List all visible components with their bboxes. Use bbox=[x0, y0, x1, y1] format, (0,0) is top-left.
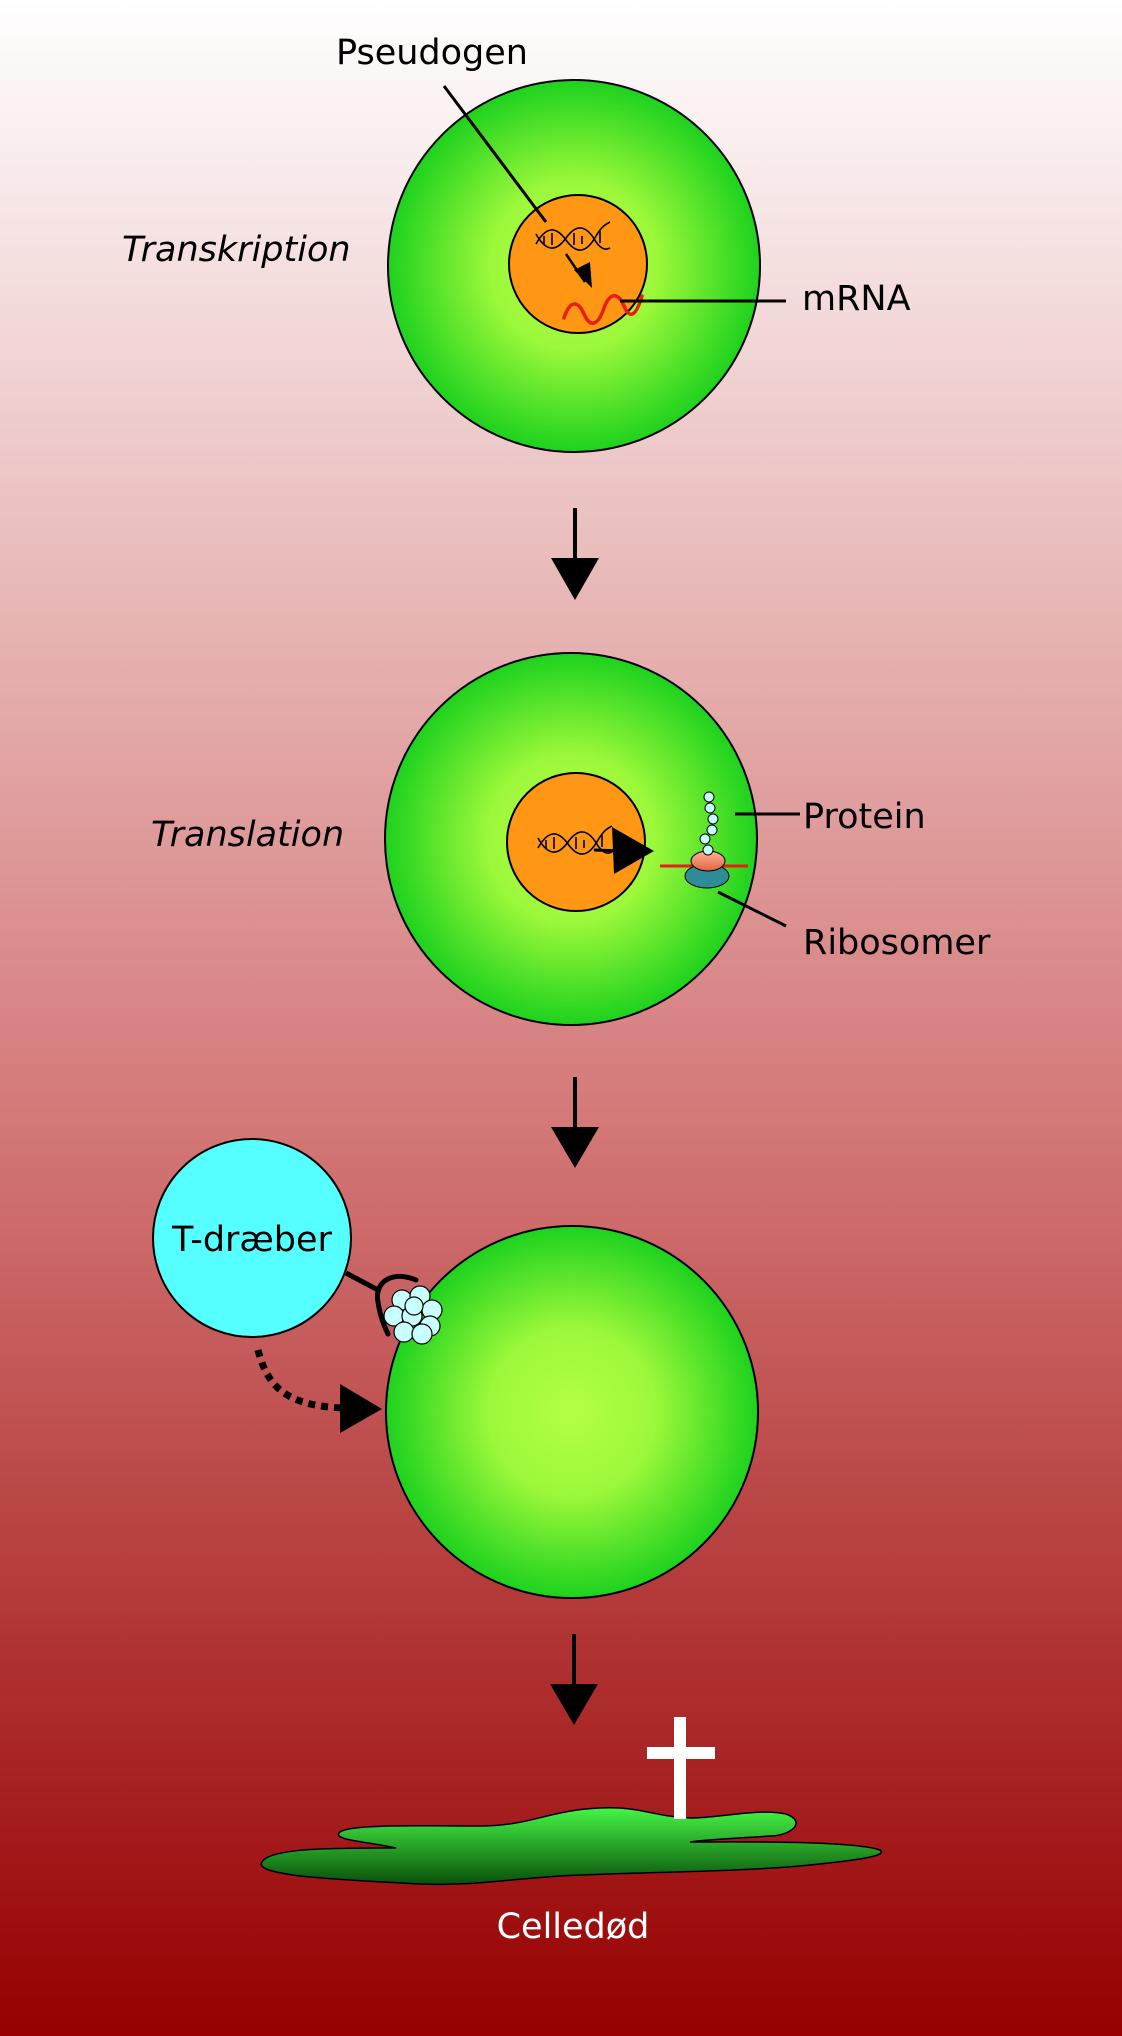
stage-transcription: Pseudogen mRNA Transkription bbox=[122, 33, 911, 453]
t-cell-receptor-stalk bbox=[344, 1270, 382, 1294]
cross-icon bbox=[647, 1717, 715, 1819]
attack-arrowhead bbox=[340, 1384, 382, 1433]
label-mrna: mRNA bbox=[802, 279, 911, 319]
label-ribosomer: Ribosomer bbox=[803, 923, 991, 963]
protein-chain bbox=[699, 791, 719, 856]
antigen-cluster-icon bbox=[383, 1285, 443, 1345]
stage-translation: Protein Ribosomer Translation bbox=[151, 652, 991, 1026]
t-cell-receptor-icon bbox=[374, 1273, 419, 1337]
attack-arrow-dotted bbox=[254, 1349, 345, 1412]
label-protein: Protein bbox=[803, 797, 926, 837]
label-pseudogen: Pseudogen bbox=[336, 33, 528, 73]
label-t-draeber: T-dræber bbox=[171, 1220, 333, 1260]
cell-3 bbox=[385, 1225, 759, 1599]
stage-cell-death: Celledød bbox=[260, 1717, 883, 1947]
translation-arrowhead bbox=[612, 827, 654, 874]
dead-cell-puddle bbox=[260, 1806, 883, 1886]
label-transkription: Transkription bbox=[122, 230, 351, 270]
pseudogen-leader bbox=[442, 85, 548, 223]
dna-helix-icon bbox=[535, 221, 611, 251]
stage-t-cell-attack: T-dræber bbox=[152, 1138, 759, 1599]
label-celledod: Celledød bbox=[497, 1907, 650, 1947]
arrow-down-3 bbox=[550, 1634, 598, 1725]
mrna-strand bbox=[562, 294, 644, 325]
ribosomer-leader bbox=[717, 890, 787, 928]
nucleus-1 bbox=[508, 194, 648, 334]
arrow-down-1 bbox=[551, 508, 599, 600]
transcription-arrowhead bbox=[574, 262, 592, 288]
dna-helix-icon bbox=[537, 825, 613, 855]
arrow-down-2 bbox=[551, 1077, 599, 1168]
t-cell bbox=[152, 1138, 352, 1338]
label-translation: Translation bbox=[151, 815, 344, 855]
